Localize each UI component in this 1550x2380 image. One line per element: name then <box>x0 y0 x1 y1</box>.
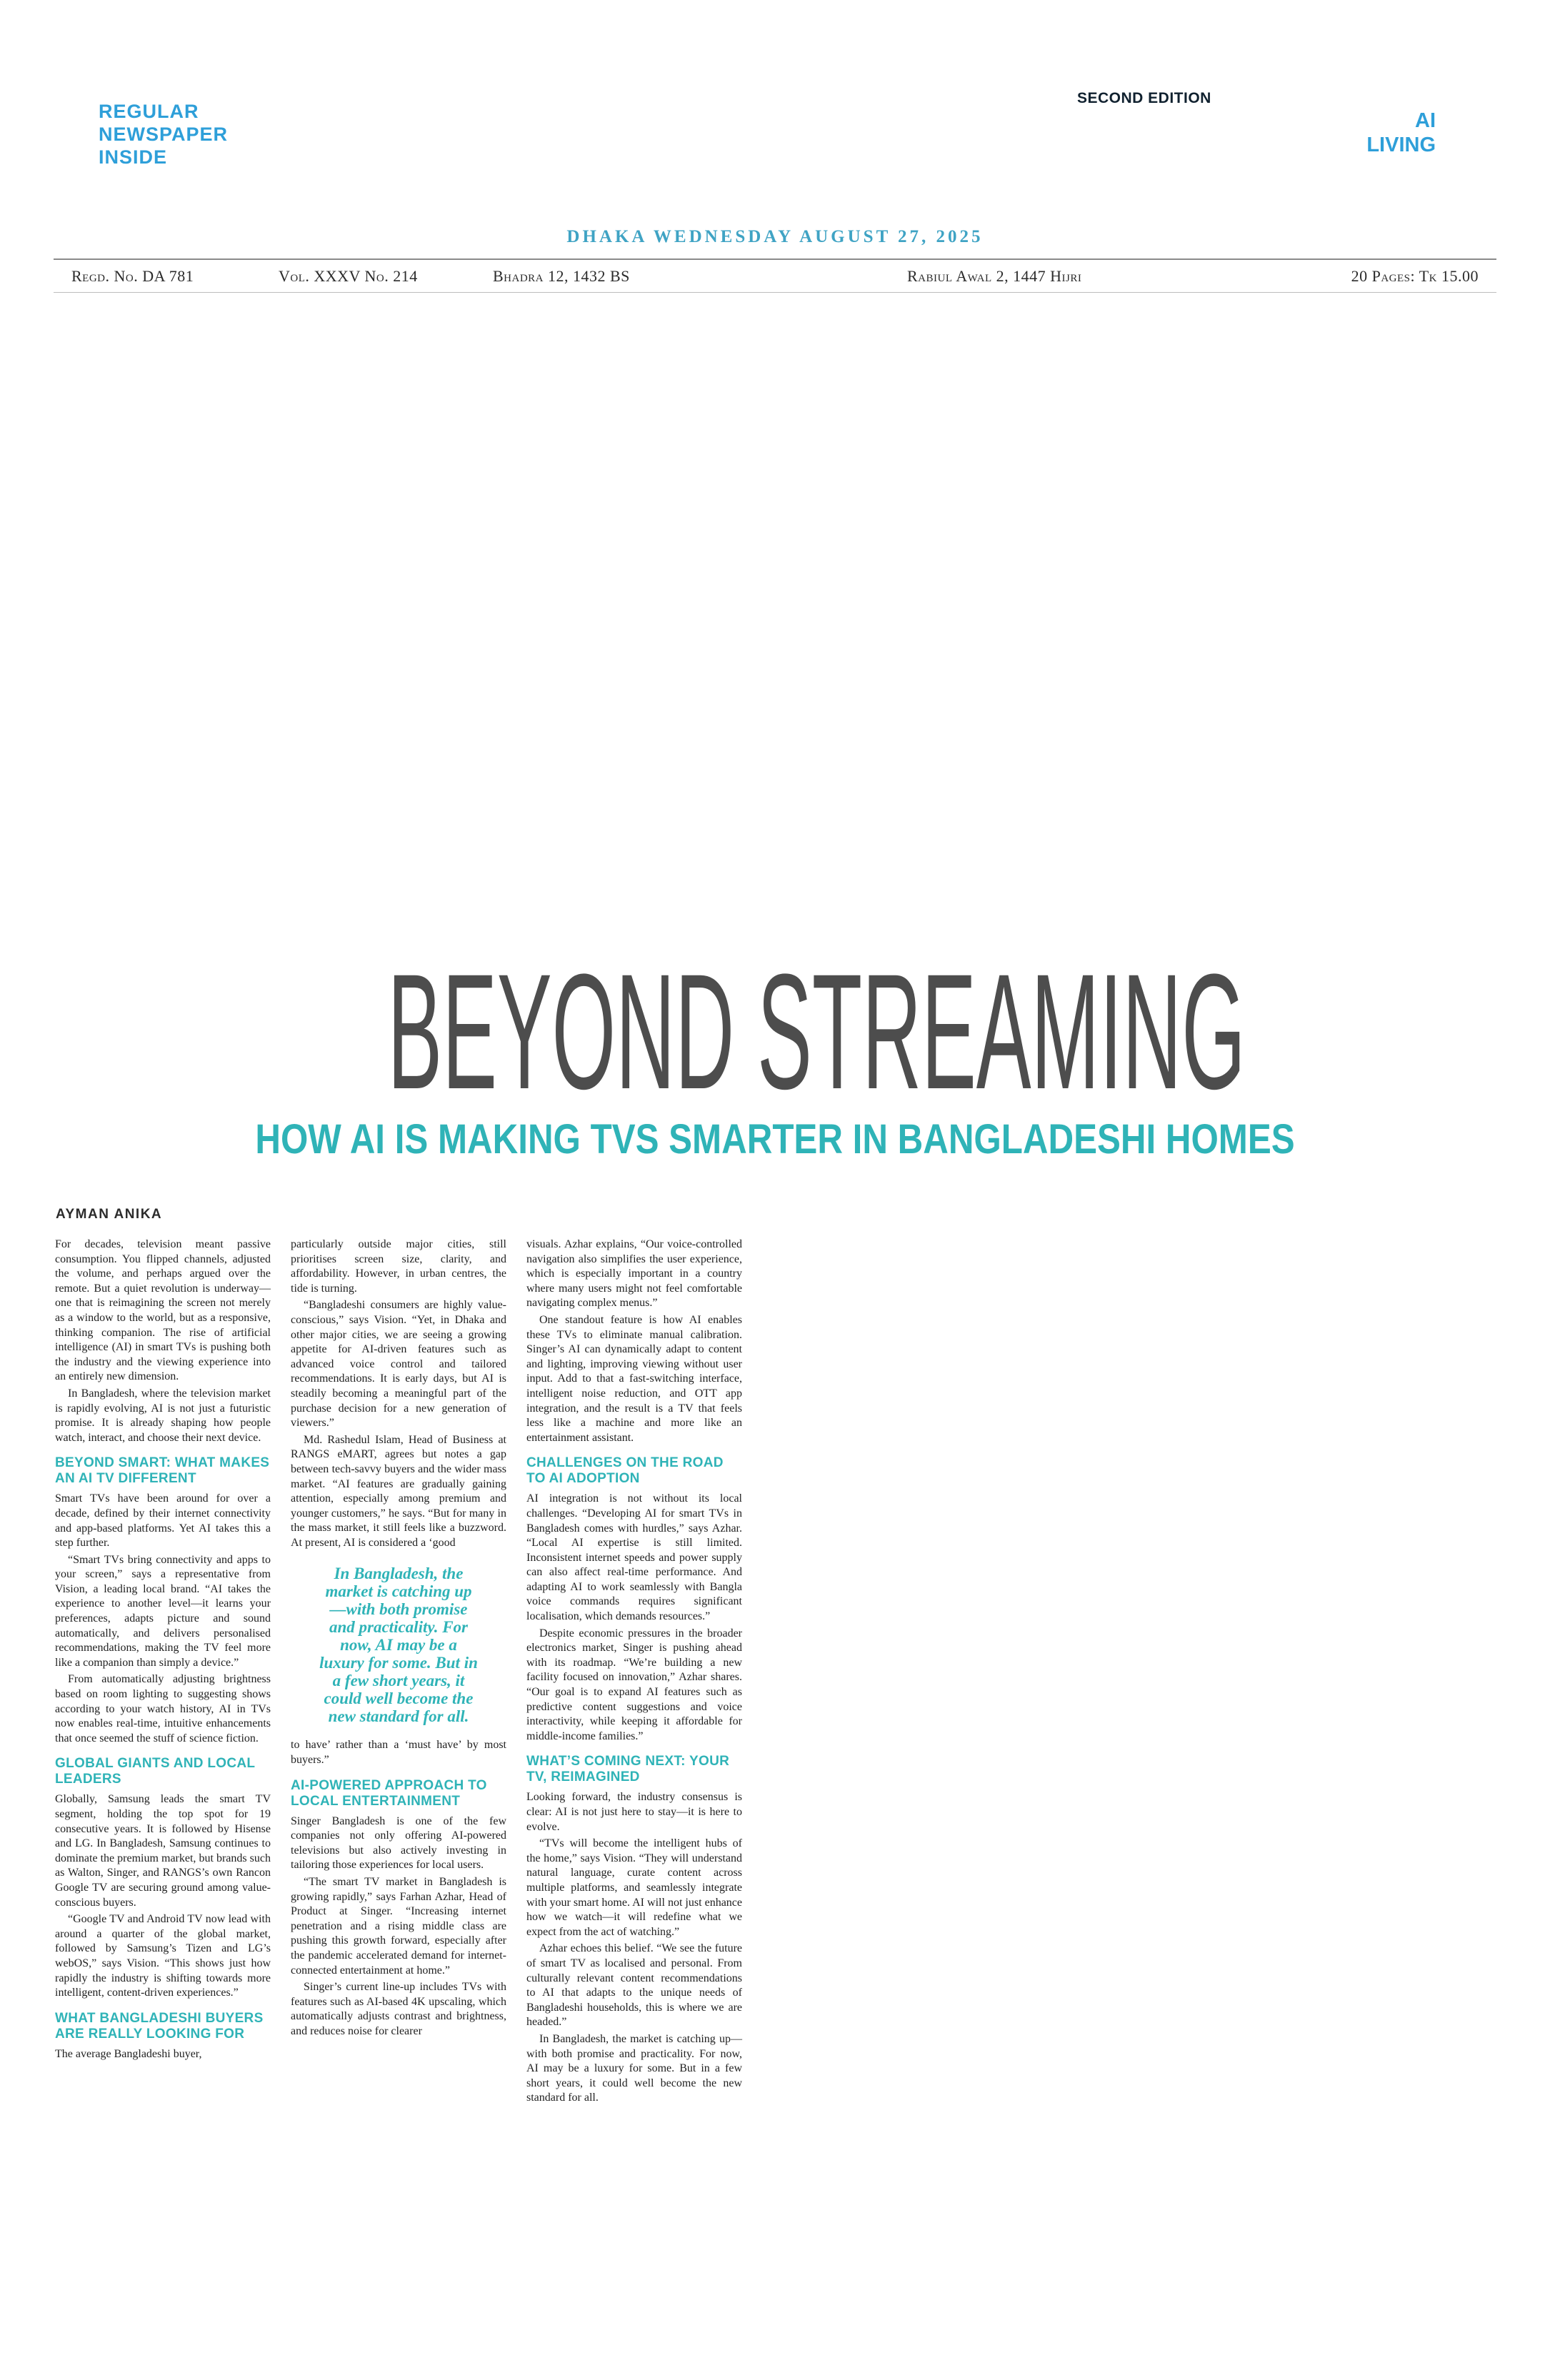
section-flag-line: AI <box>1415 109 1436 132</box>
article-paragraph: particularly outside major cities, still… <box>291 1238 506 1295</box>
edition-label: SECOND EDITION <box>1077 90 1211 106</box>
page-title: BEYOND STREAMING <box>387 940 1246 1123</box>
masthead-info-row: Regd. No. DA 781 Vol. XXXV No. 214 Bhadr… <box>54 258 1496 293</box>
promo-line: NEWSPAPER <box>99 124 229 145</box>
article-paragraph: Despite economic pressures in the broade… <box>526 1627 742 1742</box>
section-heading: CHALLENGES ON THE ROAD TO AI ADOPTION <box>526 1455 724 1487</box>
feature-image-area <box>786 1235 1496 2351</box>
pull-quote: In Bangladesh, the market is catching up… <box>319 1565 478 1726</box>
article-paragraph: “Bangladeshi consumers are highly value-… <box>291 1299 506 1430</box>
section-heading: GLOBAL GIANTS AND LOCAL LEADERS <box>55 1756 255 1787</box>
registration-number: Regd. No. DA 781 <box>71 267 194 285</box>
article-paragraph: visuals. Azhar explains, “Our voice-cont… <box>526 1238 742 1310</box>
bangla-date: Bhadra 12, 1432 BS <box>493 267 630 285</box>
article-paragraph: One standout feature is how AI enables t… <box>526 1313 742 1444</box>
article-paragraph: to have’ rather than a ‘must have’ by mo… <box>291 1739 506 1767</box>
article-column: visuals. Azhar explains, “Our voice-cont… <box>526 1237 742 2355</box>
article-paragraph: In Bangladesh, where the television mark… <box>55 1387 271 1444</box>
article-column: particularly outside major cities, still… <box>291 1237 506 2355</box>
article-paragraph: Singer Bangladesh is one of the few comp… <box>291 1814 506 1872</box>
article-paragraph: “Google TV and Android TV now lead with … <box>55 1913 271 1999</box>
section-heading: WHAT’S COMING NEXT: YOUR TV, REIMAGINED <box>526 1754 730 1785</box>
section-heading: BEYOND SMART: WHAT MAKES AN AI TV DIFFER… <box>55 1455 270 1487</box>
promo-block: REGULAR NEWSPAPER INSIDE <box>99 100 228 169</box>
dateline: DHAKA WEDNESDAY AUGUST 27, 2025 <box>566 227 984 246</box>
article-paragraph: Azhar echoes this belief. “We see the fu… <box>526 1942 742 2029</box>
promo-line: REGULAR <box>99 101 199 122</box>
article-paragraph: The average Bangladeshi buyer, <box>55 2047 202 2060</box>
article-paragraph: For decades, television meant passive co… <box>55 1238 271 1383</box>
article-paragraph: Globally, Samsung leads the smart TV seg… <box>55 1793 271 1909</box>
article-paragraph: AI integration is not without its local … <box>526 1492 742 1623</box>
article-paragraph: Looking forward, the industry consensus … <box>526 1791 742 1833</box>
promo-line: INSIDE <box>99 146 168 168</box>
section-flag: AI LIVING <box>1366 109 1436 157</box>
page-subtitle: HOW AI IS MAKING TVS SMARTER IN BANGLADE… <box>255 1116 1295 1163</box>
article-paragraph: “Smart TVs bring connectivity and apps t… <box>55 1553 271 1669</box>
byline: AYMAN ANIKA <box>56 1207 163 1222</box>
article-paragraph: Md. Rashedul Islam, Head of Business at … <box>291 1433 506 1549</box>
hero-image-area <box>54 300 1496 950</box>
article-column: For decades, television meant passive co… <box>55 1237 271 2355</box>
article-paragraph: Smart TVs have been around for over a de… <box>55 1492 271 1550</box>
volume-number: Vol. XXXV No. 214 <box>279 267 418 285</box>
section-heading: WHAT BANGLADESHI BUYERS ARE REALLY LOOKI… <box>55 2010 264 2042</box>
article-paragraph: “TVs will become the intelligent hubs of… <box>526 1837 742 1938</box>
article-paragraph: In Bangladesh, the market is catching up… <box>526 2032 742 2104</box>
section-heading: AI-POWERED APPROACH TO LOCAL ENTERTAINME… <box>291 1777 487 1809</box>
hijri-date: Rabiul Awal 2, 1447 Hijri <box>907 267 1082 285</box>
price-pages: 20 Pages: Tk 15.00 <box>1351 267 1479 285</box>
article-paragraph: From automatically adjusting brightness … <box>55 1673 271 1744</box>
article-paragraph: Singer’s current line-up includes TVs wi… <box>291 1981 506 2037</box>
section-flag-line: LIVING <box>1366 134 1436 156</box>
article-columns: For decades, television meant passive co… <box>55 1237 742 2355</box>
article-paragraph: “The smart TV market in Bangladesh is gr… <box>291 1876 506 1977</box>
